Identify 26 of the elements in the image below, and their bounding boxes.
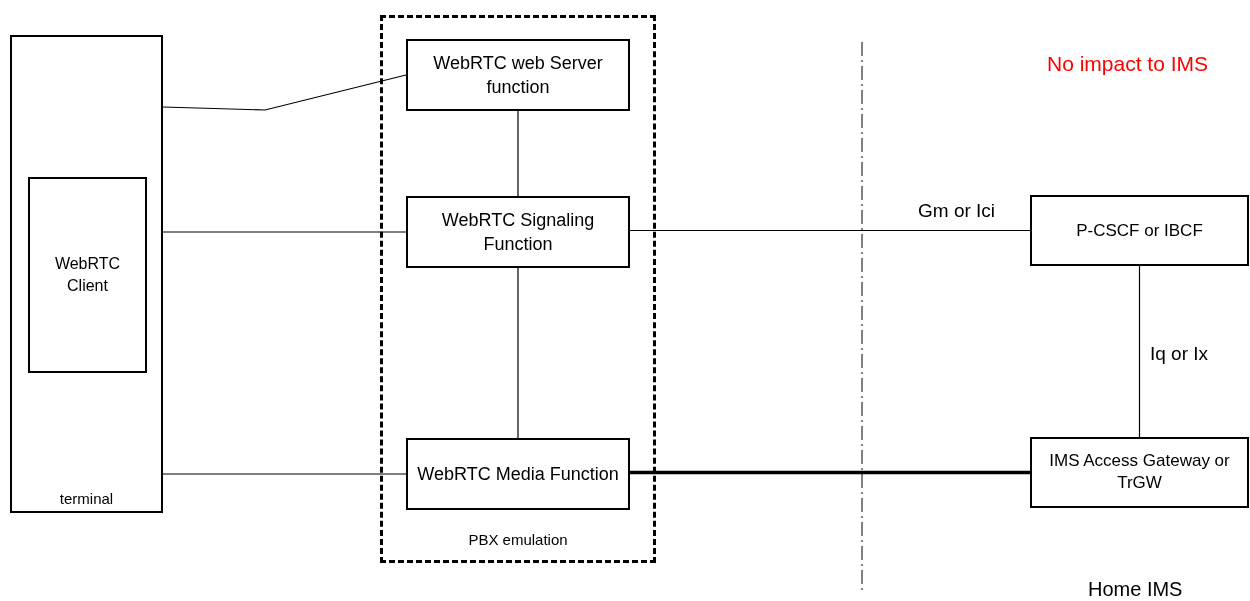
- node-label: terminal: [58, 489, 115, 509]
- client-box: [28, 177, 147, 373]
- connector-line: [1138, 265, 1141, 438]
- process-box: [406, 39, 630, 111]
- node-label: WebRTC Media Function: [416, 462, 620, 486]
- connector-line: [517, 267, 519, 439]
- connector-line: [162, 473, 407, 475]
- note-text: No impact to IMS: [1047, 52, 1209, 76]
- node-label: PBX emulation: [467, 530, 569, 550]
- node-label: WebRTC Client: [53, 254, 122, 296]
- process-box: [406, 438, 630, 510]
- connector-line: [162, 74, 407, 111]
- process-box: [406, 196, 630, 268]
- connector-line: [630, 470, 1030, 475]
- terminal-box: [10, 35, 163, 513]
- node-label: WebRTC Signaling Function: [440, 208, 596, 256]
- connector-line: [162, 231, 407, 233]
- process-box: [1030, 195, 1249, 266]
- process-box: [1030, 437, 1249, 508]
- connector-line: [517, 110, 519, 197]
- node-label: IMS Access Gateway or TrGW: [1048, 449, 1231, 495]
- region-label: Home IMS: [1088, 578, 1183, 601]
- node-label: WebRTC web Server function: [432, 51, 604, 99]
- dashed-group-box: [380, 15, 656, 563]
- connector-line: [629, 229, 1031, 232]
- node-label: P-CSCF or IBCF: [1075, 219, 1204, 242]
